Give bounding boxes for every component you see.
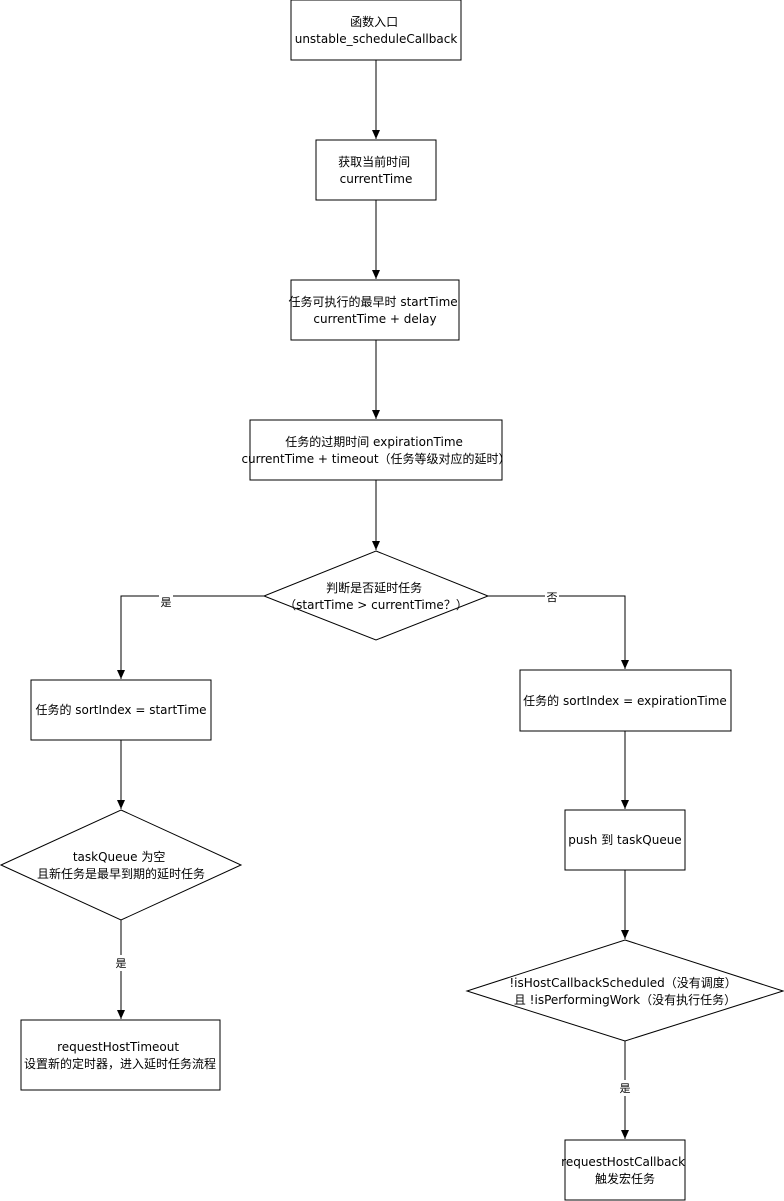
node-get-time-line-2: currentTime	[340, 172, 413, 186]
svg-text:判断是否延时任务 （startTime >: 判断是否延时任务 （startTime > currentTime？）	[284, 580, 468, 612]
svg-text:push 到 taskQueue: push 到 taskQueue	[568, 833, 681, 847]
node-entry: 函数入口 unstable_scheduleCallback	[290, 0, 462, 61]
svg-text:taskQueue 为空 且新任务是最早到期: taskQueue 为空 且新任务是最早到期的延时任务	[37, 850, 205, 881]
svg-text:任务的 sortIndex = startTime: 任务的 sortIndex = startTime	[35, 702, 206, 717]
edge-label-yes-queue: 是	[114, 955, 128, 971]
node-get-time: 获取当前时间 currentTime	[315, 139, 437, 201]
edge-is-delayed-yes	[117, 595, 264, 679]
node-request-timeout-line-1: requestHostTimeout	[57, 1040, 179, 1054]
svg-text:requestHostCallback 触发: requestHostCallback 触发宏任务	[561, 1155, 689, 1186]
edge-labels: 是 否 是 是	[114, 589, 632, 1096]
edge-label-yes-queue-text: 是	[116, 957, 127, 970]
svg-text:!isHostCallbackScheduled（没有调度）: !isHostCallbackScheduled（没有调度） 且 !isPerf…	[509, 975, 740, 1007]
edge-label-no-delayed: 否	[545, 589, 559, 605]
node-start-time-line-2: currentTime + delay	[313, 312, 436, 326]
svg-text:获取当前时间 currentTime: 获取当前时间 currentTime	[338, 154, 414, 186]
node-request-callback-line-2: 触发宏任务	[595, 1171, 655, 1186]
edge-label-no-delayed-text: 否	[547, 591, 558, 604]
svg-text:任务可执行的最早时 startTime cu: 任务可执行的最早时 startTime currentTime + delay	[289, 294, 462, 326]
decision-callback-check: !isHostCallbackScheduled（没有调度） 且 !isPerf…	[465, 939, 784, 1042]
node-sort-start: 任务的 sortIndex = startTime	[30, 679, 212, 741]
node-request-timeout: requestHostTimeout 设置新的定时器，进入延时任务流程	[20, 1019, 221, 1091]
decision-is-delayed-line-2: （startTime > currentTime？）	[284, 598, 468, 612]
node-expiration-line-2: currentTime + timeout（任务等级对应的延时）	[241, 451, 510, 466]
decision-callback-check-line-1: !isHostCallbackScheduled（没有调度）	[509, 975, 736, 990]
node-request-callback-line-1: requestHostCallback	[561, 1155, 685, 1169]
edge-label-yes-delayed-text: 是	[161, 596, 172, 609]
node-expiration: 任务的过期时间 expirationTime currentTime + tim…	[241, 419, 511, 481]
node-entry-line-1: 函数入口	[350, 14, 398, 29]
node-start-time: 任务可执行的最早时 startTime currentTime + delay	[289, 279, 462, 341]
decision-is-delayed: 判断是否延时任务 （startTime > currentTime？）	[262, 550, 490, 641]
decision-queue-check-line-1: taskQueue 为空	[73, 850, 166, 864]
edge-label-yes-delayed: 是	[159, 594, 173, 610]
edge-label-yes-callback: 是	[618, 1080, 632, 1096]
edge-label-yes-callback-text: 是	[620, 1082, 631, 1095]
edges	[117, 60, 629, 1139]
node-push-queue: push 到 taskQueue	[564, 809, 686, 871]
node-request-callback: requestHostCallback 触发宏任务	[561, 1139, 689, 1201]
node-sort-expiration: 任务的 sortIndex = expirationTime	[519, 669, 732, 732]
svg-text:函数入口 unstable_schedule: 函数入口 unstable_scheduleCallback	[295, 14, 458, 46]
node-get-time-line-1: 获取当前时间	[338, 154, 410, 169]
node-sort-start-line-1: 任务的 sortIndex = startTime	[35, 702, 206, 717]
decision-queue-check: taskQueue 为空 且新任务是最早到期的延时任务	[0, 809, 243, 921]
decision-callback-check-line-2: 且 !isPerformingWork（没有执行任务）	[514, 992, 736, 1007]
decision-is-delayed-line-1: 判断是否延时任务	[326, 580, 422, 595]
edge-is-delayed-no	[488, 595, 629, 669]
node-expiration-line-1: 任务的过期时间 expirationTime	[285, 434, 463, 449]
svg-text:requestHostTimeout 设置新: requestHostTimeout 设置新的定时器，进入延时任务流程	[24, 1040, 216, 1071]
node-push-queue-line-1: push 到 taskQueue	[568, 833, 681, 847]
node-request-timeout-line-2: 设置新的定时器，进入延时任务流程	[24, 1056, 216, 1071]
node-sort-expiration-line-1: 任务的 sortIndex = expirationTime	[523, 693, 727, 708]
node-entry-line-2: unstable_scheduleCallback	[295, 32, 458, 46]
svg-text:任务的 sortIndex = expirationTime: 任务的 sortIndex = expirationTime	[523, 693, 727, 708]
node-start-time-line-1: 任务可执行的最早时 startTime	[289, 294, 458, 309]
svg-text:任务的过期时间 expirationTime: 任务的过期时间 expirationTime currentTime + tim…	[241, 434, 510, 466]
decision-queue-check-line-2: 且新任务是最早到期的延时任务	[37, 866, 205, 881]
